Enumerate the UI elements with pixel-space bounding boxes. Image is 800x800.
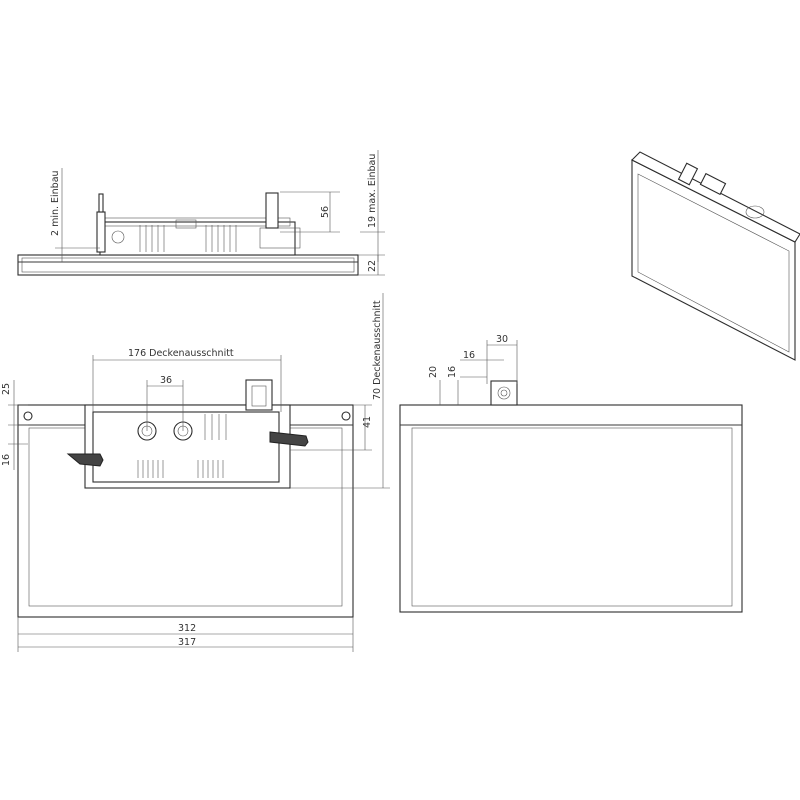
spring-clip-left [66,453,104,467]
top-view-bracket [265,192,279,229]
side-view-bracket [490,380,518,406]
dim-side-16: 16 [463,350,475,361]
screw-right [341,411,351,421]
spring-clip-right [269,431,309,447]
dim-side-16b: 16 [447,366,458,378]
front-top-bracket [245,379,273,411]
dim-front-176: 176 Deckenausschnitt [128,348,234,359]
dim-front-16: 16 [1,454,12,466]
dim-side-30: 30 [496,334,508,345]
isometric-view [631,151,800,361]
dim-front-312: 312 [178,623,196,634]
dim-front-41: 41 [362,416,373,428]
dim-front-36: 36 [160,375,172,386]
side-view: 30 16 20 16 [399,334,743,613]
dim-top-56: 56 [320,206,331,218]
front-view: 176 Deckenausschnitt 36 70 Deckenausschn… [1,293,390,652]
top-view-post [96,211,106,253]
dim-top-22: 22 [367,260,378,272]
dim-top-min: 2 min. Einbau [50,170,61,236]
dim-front-317: 317 [178,637,196,648]
side-view-panel [399,404,743,613]
screw-left [23,411,33,421]
top-view: 2 min. Einbau 56 19 max. Einbau 22 [17,150,385,276]
dim-top-max: 19 max. Einbau [367,154,378,228]
dim-front-25: 25 [1,383,12,395]
dim-side-20: 20 [428,366,439,378]
dim-front-70: 70 Deckenausschnitt [372,300,383,400]
top-view-mounting-box [99,221,296,256]
